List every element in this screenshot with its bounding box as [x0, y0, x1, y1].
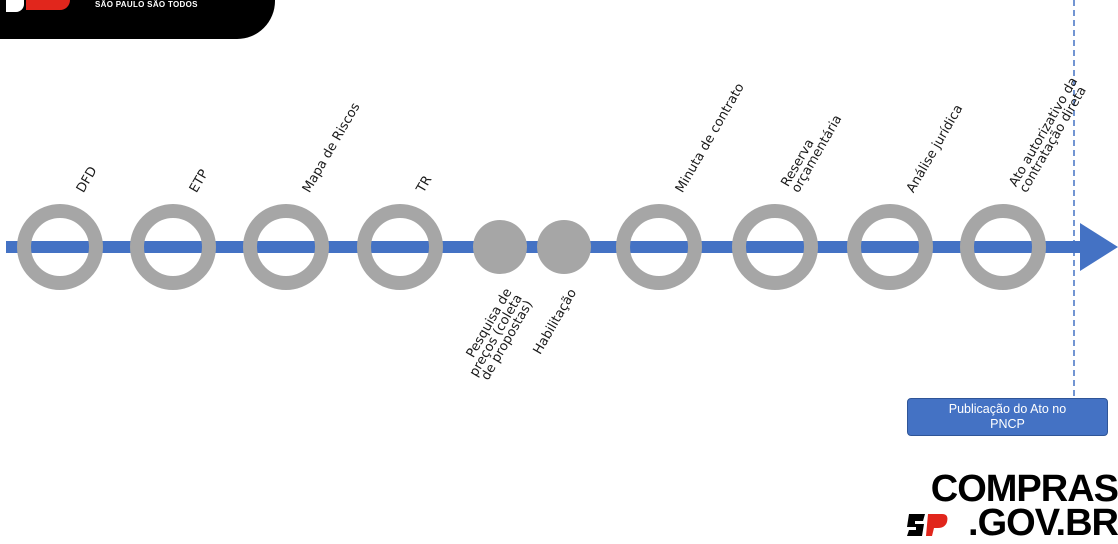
- step-node-etp: [130, 204, 216, 290]
- logo-word-compras: COMPRAS: [930, 468, 1118, 510]
- step-node-analise: [847, 204, 933, 290]
- compras-sp-logo: COMPRAS .GOV.BR: [900, 470, 1118, 542]
- step-node-mapa: [243, 204, 329, 290]
- step-node-ato: [960, 204, 1046, 290]
- logo-word-govbr: .GOV.BR: [968, 502, 1118, 544]
- logo-mark-white: [6, 0, 24, 12]
- step-node-reserva: [732, 204, 818, 290]
- step-node-minuta: [616, 204, 702, 290]
- sao-paulo-logo: SÃO PAULO SÃO TODOS: [0, 0, 275, 39]
- logo-mark-red: [26, 0, 70, 10]
- publication-line-1: Publicação do Ato no: [948, 402, 1067, 416]
- step-node-dfd: [17, 204, 103, 290]
- step-node-pesquisa: [473, 220, 527, 274]
- publication-line-2: PNCP: [990, 417, 1025, 431]
- step-node-habilitacao: [537, 220, 591, 274]
- sp-logo-mark: [907, 514, 948, 536]
- publication-box: Publicação do Ato no PNCP: [907, 398, 1108, 436]
- logo-tagline: SÃO PAULO SÃO TODOS: [95, 0, 198, 9]
- timeline-arrowhead: [1080, 223, 1118, 271]
- step-node-tr: [357, 204, 443, 290]
